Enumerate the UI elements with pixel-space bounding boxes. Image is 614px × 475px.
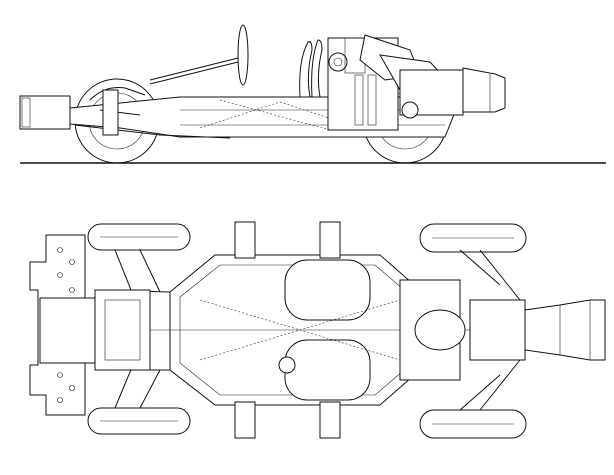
engine-side <box>327 34 464 131</box>
front-wheel-top <box>87 223 191 251</box>
exhaust-cone-side <box>462 67 506 113</box>
front-wheel-bottom <box>87 407 191 435</box>
steering-column <box>149 57 239 81</box>
fuel-tank-top <box>284 259 371 321</box>
front-suspension-top <box>94 249 171 409</box>
steering-wheel <box>237 24 249 86</box>
side-view <box>19 24 606 164</box>
exhaust-cone-top <box>524 299 606 361</box>
engine-top <box>399 249 526 411</box>
rear-wheel-top <box>419 223 527 253</box>
radiator <box>19 95 71 130</box>
radiator-top <box>39 297 96 364</box>
seat-backs <box>299 39 323 98</box>
plan-view <box>29 221 606 439</box>
fuel-tank-bottom <box>284 339 371 401</box>
rear-wheel-bottom <box>419 409 527 439</box>
steering-wheel-top <box>278 356 296 374</box>
